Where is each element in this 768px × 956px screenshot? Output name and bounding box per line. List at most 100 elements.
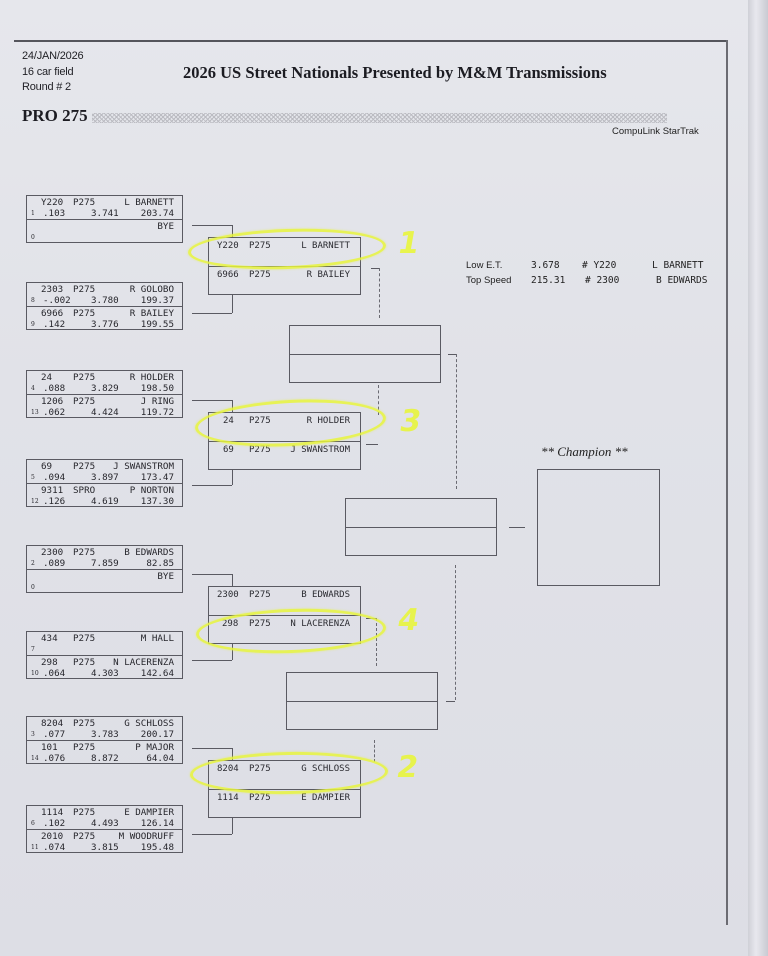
driver-name: P MAJOR	[135, 742, 174, 753]
driver-name: B EDWARDS	[301, 590, 350, 600]
seed: 9	[31, 321, 35, 328]
connector	[509, 527, 525, 528]
driver-name: N LACERENZA	[290, 619, 350, 629]
car-number: 434	[41, 633, 58, 644]
speed: 199.37	[140, 295, 174, 306]
driver-name: M HALL	[140, 633, 174, 644]
connector	[456, 354, 457, 489]
final-slot-top	[346, 499, 496, 527]
driver-name: E DAMPIER	[301, 793, 350, 803]
connector	[371, 268, 379, 269]
car-class: P275	[249, 241, 271, 251]
connector	[232, 644, 233, 660]
speed: 142.64	[140, 668, 174, 679]
elapsed-time: 4.493	[91, 818, 119, 829]
reaction-time: -.002	[43, 295, 71, 306]
car-number: 6966	[217, 270, 239, 280]
car-class: P275	[249, 793, 271, 803]
speed: 200.17	[140, 729, 174, 740]
car-number: 9311	[41, 485, 64, 496]
elapsed-time: 3.897	[91, 472, 119, 483]
car-number: 298	[222, 619, 239, 629]
elapsed-time: 7.859	[91, 558, 119, 569]
elapsed-time: 4.424	[91, 407, 119, 418]
speed: 198.50	[140, 383, 174, 394]
connector	[374, 740, 375, 762]
semifinal-slot-bottom	[287, 701, 437, 729]
elapsed-time: 4.619	[91, 496, 119, 507]
lane-bottom: BYE 0	[27, 219, 182, 243]
speed: 173.47	[140, 472, 174, 483]
car-class: P275	[73, 197, 96, 208]
car-class: P275	[249, 590, 271, 600]
connector	[192, 748, 232, 749]
seed: 11	[31, 844, 39, 851]
lane-bottom: BYE 0	[27, 569, 182, 593]
final-matchup	[345, 498, 497, 556]
elapsed-time: 3.780	[91, 295, 119, 306]
reaction-time: .088	[43, 383, 66, 394]
driver-name: E DAMPIER	[124, 807, 174, 818]
connector	[366, 618, 376, 619]
car-class: P275	[249, 445, 271, 455]
speed: 119.72	[140, 407, 174, 418]
driver-name: R BAILEY	[129, 308, 174, 319]
connector	[192, 660, 232, 661]
frame-top-rule	[14, 40, 728, 42]
connector	[192, 313, 232, 314]
event-title: 2026 US Street Nationals Presented by M&…	[183, 63, 607, 82]
round-number: Round # 2	[22, 81, 71, 93]
reaction-time: .094	[43, 472, 66, 483]
car-number: 69	[223, 445, 234, 455]
driver-name: G SCHLOSS	[301, 764, 350, 774]
low-et-driver: L BARNETT	[652, 260, 704, 271]
champion-label: ** Champion **	[541, 444, 628, 459]
connector	[192, 485, 232, 486]
connector	[192, 225, 232, 226]
car-class: P275	[249, 619, 271, 629]
car-number: 24	[41, 372, 53, 383]
seed: 0	[31, 584, 35, 591]
car-number: 8204	[41, 718, 64, 729]
car-class: P275	[249, 270, 271, 280]
car-number: 101	[41, 742, 58, 753]
connector	[232, 400, 233, 412]
car-number: 6966	[41, 308, 64, 319]
software-credit: CompuLink StarTrak	[612, 126, 699, 137]
seed: 6	[31, 820, 35, 827]
driver-name: R GOLOBO	[129, 284, 174, 295]
connector	[232, 295, 233, 313]
lane-bottom: 1114 P275 E DAMPIER	[209, 789, 360, 818]
connector	[376, 618, 377, 666]
seed: 13	[31, 409, 39, 416]
page-edge	[748, 0, 768, 956]
car-class: P275	[73, 742, 96, 753]
seed: 1	[31, 210, 35, 217]
driver-name: BYE	[157, 221, 174, 232]
speed: 199.55	[140, 319, 174, 330]
connector	[192, 834, 232, 835]
connector	[366, 444, 378, 445]
seed: 4	[31, 385, 35, 392]
elapsed-time: 3.776	[91, 319, 119, 330]
lane-bottom: 298 P275 N LACERENZA	[209, 615, 360, 644]
speed: 126.14	[140, 818, 174, 829]
car-number: 69	[41, 461, 53, 472]
hatch-divider	[92, 113, 667, 123]
semifinal-slot-top	[287, 673, 437, 701]
semifinal-slot-bottom	[290, 354, 440, 382]
car-class: P275	[73, 657, 96, 668]
car-number: 1114	[217, 793, 239, 803]
driver-name: J RING	[140, 396, 174, 407]
reaction-time: .062	[43, 407, 66, 418]
